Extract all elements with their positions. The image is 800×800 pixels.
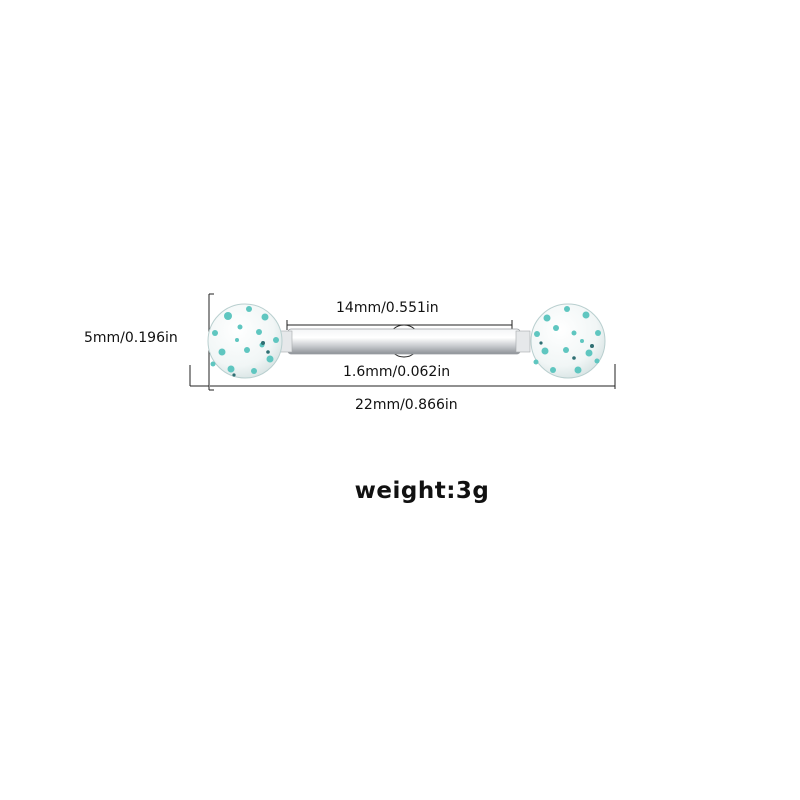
ball-diameter-label: 5mm/0.196in	[84, 330, 178, 346]
ball-left	[207, 303, 283, 379]
ball-right	[530, 303, 606, 379]
bar-thread-right	[515, 330, 531, 353]
bar-shaft	[287, 328, 521, 355]
bar-gauge-label: 1.6mm/0.062in	[343, 364, 450, 380]
bar-length-label: 14mm/0.551in	[336, 300, 439, 316]
weight-label: weight:3g	[354, 478, 490, 504]
total-length-label: 22mm/0.866in	[355, 397, 458, 413]
